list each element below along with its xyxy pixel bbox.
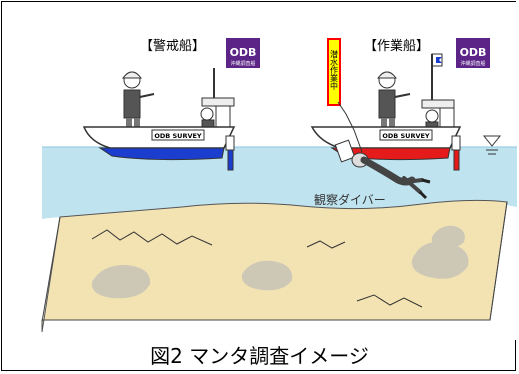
work-boat-label: 【作業船】 (364, 38, 429, 54)
dive-flag-text: 潜水作業中 (330, 49, 339, 91)
guard-boat: 【警戒船】 ODB 沖縄調査船 (82, 38, 260, 171)
diver-tether (337, 101, 363, 153)
water-level-marker (482, 135, 502, 155)
observation-diver (334, 139, 431, 200)
guard-boat-logo-subtext: 沖縄調査船 (230, 60, 255, 67)
work-boat-logo (456, 38, 490, 68)
guard-boat-logo (226, 38, 260, 68)
seabed-crack (356, 294, 423, 308)
work-boat-hull-text: ODB SURVEY (382, 132, 430, 140)
manta-survey-illustration: 【警戒船】 ODB 沖縄調査船 (2, 2, 517, 340)
guard-boat-logo-text: ODB (230, 46, 257, 59)
dive-flag (329, 40, 339, 104)
diver-label: 観察ダイバー (314, 192, 386, 207)
guard-boat-hull-bottom (98, 147, 225, 161)
seabed-crack (306, 240, 346, 249)
seabed-crack (91, 229, 213, 246)
rock (431, 225, 465, 249)
seabed-bottom-edge (42, 201, 508, 321)
seabed-left-edge (41, 216, 61, 323)
guard-boat-label: 【警戒船】 (140, 38, 205, 54)
sea-water (42, 147, 517, 219)
work-boat-logo-subtext: 沖縄調査船 (460, 60, 485, 67)
guard-boat-hull-text: ODB SURVEY (154, 132, 202, 140)
guard-boat-crew (121, 71, 155, 136)
rock (91, 264, 151, 299)
work-boat-logo-text: ODB (460, 46, 487, 59)
rock (241, 260, 293, 291)
rock (411, 241, 469, 279)
figure-caption: 図2 マンタ調査イメージ (150, 344, 369, 368)
